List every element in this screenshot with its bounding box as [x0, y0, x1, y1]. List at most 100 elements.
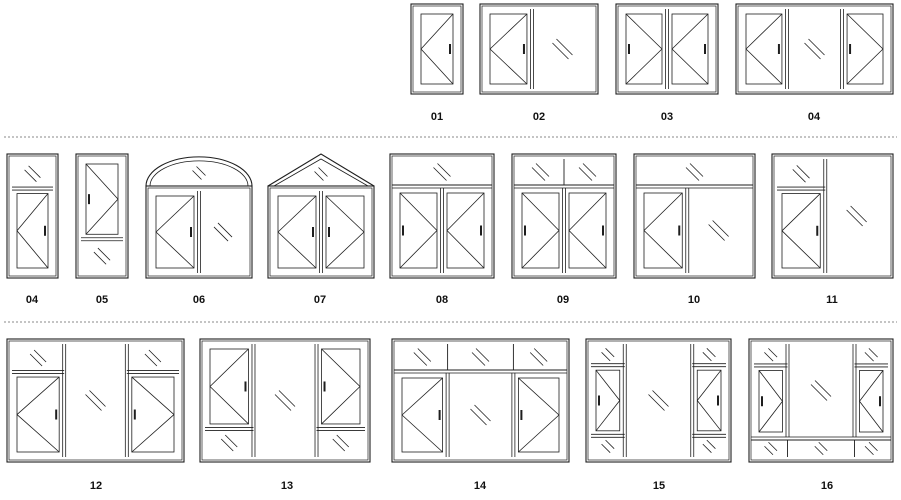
outer-frame: [199, 338, 371, 463]
sash-frame: [399, 192, 438, 269]
glass-hatch-line: [818, 441, 828, 452]
sash-frame: [643, 192, 683, 269]
glass-hatch-icon: [24, 165, 41, 182]
inner-frame: [147, 187, 251, 277]
handle-icon: [88, 194, 90, 205]
opening-line: [745, 13, 783, 50]
opening-line: [401, 414, 443, 453]
handle-icon: [328, 227, 330, 237]
sash-frame: [155, 195, 195, 269]
opening-line: [155, 195, 195, 233]
opening-line: [643, 230, 683, 269]
sash-frame: [16, 376, 60, 453]
glass-hatch-line: [217, 222, 233, 238]
opening-line: [131, 376, 175, 415]
glass-hatch-line: [702, 443, 712, 453]
glass-hatch-line: [529, 352, 544, 366]
glass-hatch-line: [314, 171, 324, 181]
glass-hatch-line: [708, 224, 725, 241]
gable-top: [267, 153, 375, 187]
outer-frame: [410, 3, 464, 95]
glass-hatch-line: [475, 348, 490, 362]
window-double-casement-with-transom: [389, 153, 495, 279]
glass-hatch-icon: [764, 441, 778, 456]
glass-hatch-line: [224, 434, 238, 448]
inner-frame: [587, 340, 730, 461]
glass-hatch-icon: [29, 349, 47, 367]
opening-line: [16, 376, 60, 415]
glass-hatch-icon: [220, 434, 238, 452]
glass-hatch-icon: [531, 163, 550, 181]
opening-line: [420, 13, 454, 50]
outer-frame: [145, 185, 253, 279]
glass-hatch-line: [712, 220, 729, 237]
opening-line: [781, 193, 821, 232]
window-style-label: 02: [533, 111, 545, 123]
opening-line: [846, 13, 884, 50]
glass-hatch-line: [652, 390, 669, 407]
handle-icon: [520, 410, 523, 420]
window-style-label: 10: [688, 294, 700, 306]
inner-frame: [412, 5, 462, 93]
handle-icon: [879, 396, 881, 407]
opening-line: [625, 48, 663, 85]
window-style-label: 09: [557, 294, 569, 306]
handle-icon: [761, 396, 763, 407]
window-casement-fixed-with-top-light: [771, 153, 894, 279]
sash-opening-icon: [16, 193, 49, 269]
window-style-label: 01: [431, 111, 443, 123]
arch-top: [149, 160, 249, 187]
arch-top: [145, 156, 253, 187]
opening-line: [209, 386, 249, 425]
window-casement-fixed-with-transom: [633, 153, 756, 279]
sash-opening-icon: [625, 13, 663, 85]
glass-hatch-icon: [804, 38, 825, 60]
opening-line: [16, 414, 60, 453]
sash-frame: [277, 195, 317, 269]
glass-hatch-line: [470, 408, 487, 426]
opening-line: [399, 230, 438, 269]
window-style-label: 11: [826, 294, 838, 306]
handle-icon: [777, 44, 780, 54]
handle-icon: [133, 409, 136, 420]
glass-hatch-line: [89, 390, 106, 407]
glass-hatch-icon: [470, 404, 491, 426]
outer-frame: [479, 3, 599, 95]
inner-frame: [750, 340, 892, 461]
outer-frame: [267, 185, 375, 279]
window-three-panel-with-bottom-lights: [199, 338, 371, 463]
sash-opening-icon: [521, 192, 560, 269]
glass-hatch-line: [29, 353, 43, 367]
handle-icon: [323, 381, 326, 392]
opening-line: [321, 348, 361, 387]
glass-hatch-line: [148, 349, 162, 363]
glass-hatch-icon: [314, 167, 328, 181]
opening-line: [16, 193, 49, 232]
handle-icon: [598, 395, 600, 406]
window-style-label: 12: [90, 480, 102, 492]
glass-hatch-line: [582, 163, 597, 177]
handle-icon: [190, 227, 192, 237]
sash-opening-icon: [131, 376, 175, 453]
glass-hatch-line: [768, 348, 778, 358]
window-gable-double-casement: [267, 153, 375, 279]
glass-hatch-line: [220, 438, 234, 452]
opening-line: [518, 414, 560, 453]
window-style-label: 04: [26, 294, 39, 306]
sash-opening-icon: [420, 13, 454, 85]
opening-line: [671, 13, 709, 50]
glass-hatch-line: [814, 380, 832, 397]
window-double-casement-with-split-top: [511, 153, 617, 279]
sash-opening-icon: [696, 369, 722, 432]
opening-line: [595, 400, 621, 432]
sash-frame: [16, 193, 49, 269]
glass-hatch-line: [846, 209, 863, 227]
window-three-panel-top-and-bottom-transom: [748, 338, 894, 463]
gable-top: [273, 158, 369, 187]
glass-hatch-line: [556, 38, 573, 56]
handle-icon: [602, 225, 604, 236]
glass-hatch-icon: [702, 348, 716, 362]
glass-hatch-icon: [552, 38, 573, 60]
glass-hatch-icon: [332, 434, 350, 452]
glass-hatch-icon: [578, 163, 597, 181]
